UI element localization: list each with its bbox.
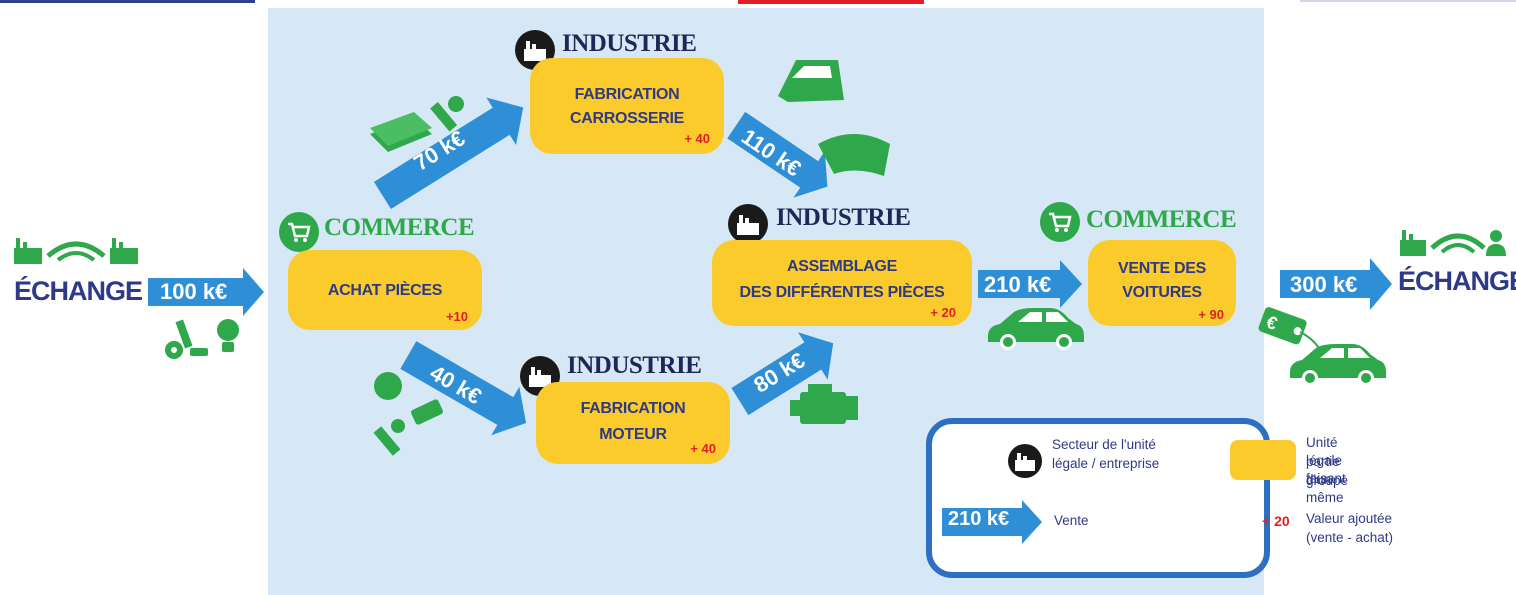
flow-label-210: 210 k€	[984, 272, 1052, 297]
industrie-badge	[728, 204, 768, 244]
unit-label-line2: MOTEUR	[599, 426, 667, 443]
factory-exchange-icon	[14, 238, 138, 264]
legend-group-text-2: partie d'un même	[1306, 454, 1344, 505]
unit-label-line1: VENTE DES	[1118, 260, 1206, 277]
arrow-100	[148, 268, 264, 316]
arrow-80	[731, 332, 834, 416]
arrow-110	[727, 111, 828, 198]
factory-icon	[737, 215, 759, 235]
unit-label-line2: CARROSSERIE	[569, 110, 685, 127]
arrow-40	[400, 341, 527, 436]
value-added: + 40	[684, 131, 710, 146]
unit-label-line2: VOITURES	[1122, 284, 1202, 301]
unit-fabrication-moteur: FABRICATION MOTEUR + 40	[536, 382, 730, 464]
legend-va-text-2: (vente - achat)	[1306, 530, 1394, 545]
sector-label-industrie-2: INDUSTRIE	[567, 352, 702, 379]
header-rule-left	[0, 0, 255, 3]
flow-label-300: 300 k€	[1290, 272, 1358, 297]
value-added: + 40	[690, 441, 716, 456]
factory-person-exchange-icon	[1400, 230, 1506, 256]
price-tag-car-icon: €	[1258, 307, 1386, 386]
sector-label-industrie-3: INDUSTRIE	[776, 204, 911, 231]
unit-achat-pieces: ACHAT PIÈCES +10	[288, 250, 482, 330]
legend-sale-text: Vente	[1054, 513, 1089, 528]
unit-label-line2: DES DIFFÉRENTES PIÈCES	[739, 284, 945, 301]
cart-icon	[288, 222, 311, 242]
legend-sector-text-1: Secteur de l'unité	[1052, 437, 1156, 452]
fender-icon	[818, 134, 890, 176]
flow-label-100: 100 k€	[160, 279, 228, 304]
factory-icon	[1015, 453, 1035, 471]
legend-box: Secteur de l'unité légale / entreprise U…	[926, 418, 1348, 578]
unit-label-line1: ASSEMBLAGE	[787, 258, 897, 275]
sector-label-industrie-1: INDUSTRIE	[562, 30, 697, 57]
legend-sector-badge	[1008, 444, 1042, 478]
value-added: + 20	[930, 305, 956, 320]
engine-icon	[790, 384, 858, 424]
arrow-70	[373, 97, 524, 210]
unit-label-line1: FABRICATION	[580, 400, 686, 417]
legend-sale-arrow-label: 210 k€	[948, 508, 1010, 530]
industrie-badge	[515, 30, 555, 70]
legend-va-sample: + 20	[1262, 513, 1290, 529]
legend-group-swatch	[1230, 440, 1296, 480]
legend-group-text-3: groupe	[1306, 473, 1349, 488]
components-icon	[373, 372, 443, 456]
bolts-icon	[165, 319, 239, 359]
sector-label-commerce-2: COMMERCE	[1086, 206, 1237, 233]
factory-icon	[524, 41, 546, 61]
value-added: + 90	[1198, 307, 1224, 322]
echange-label-right: ÉCHANGE	[1398, 266, 1516, 296]
header-rule-right	[1300, 0, 1516, 2]
commerce-badge	[1040, 202, 1080, 242]
car-door-icon	[778, 60, 844, 102]
sector-label-commerce-1: COMMERCE	[324, 214, 475, 241]
car-icon	[988, 308, 1084, 350]
factory-icon	[529, 367, 551, 387]
arrow-210	[978, 260, 1082, 308]
unit-vente-voitures: VENTE DES VOITURES + 90	[1088, 240, 1236, 326]
legend-va-text-1: Valeur ajoutée	[1306, 511, 1393, 526]
commerce-badge	[279, 212, 319, 252]
unit-label-line1: FABRICATION	[574, 86, 680, 103]
unit-assemblage: ASSEMBLAGE DES DIFFÉRENTES PIÈCES + 20	[712, 240, 972, 326]
unit-fabrication-carrosserie: FABRICATION CARROSSERIE + 40	[530, 58, 724, 154]
arrow-300	[1280, 258, 1392, 310]
sheets-and-screw-icon	[370, 96, 464, 152]
cart-icon	[1049, 212, 1072, 232]
echange-label-left: ÉCHANGE	[14, 276, 143, 306]
header-rule-red	[738, 0, 924, 4]
legend-sale-arrow	[942, 500, 1042, 544]
value-added: +10	[445, 309, 468, 324]
legend-group-text-1: Unité légale faisant	[1306, 435, 1346, 486]
unit-label: ACHAT PIÈCES	[327, 282, 443, 299]
legend-sector-text-2: légale / entreprise	[1052, 456, 1160, 471]
